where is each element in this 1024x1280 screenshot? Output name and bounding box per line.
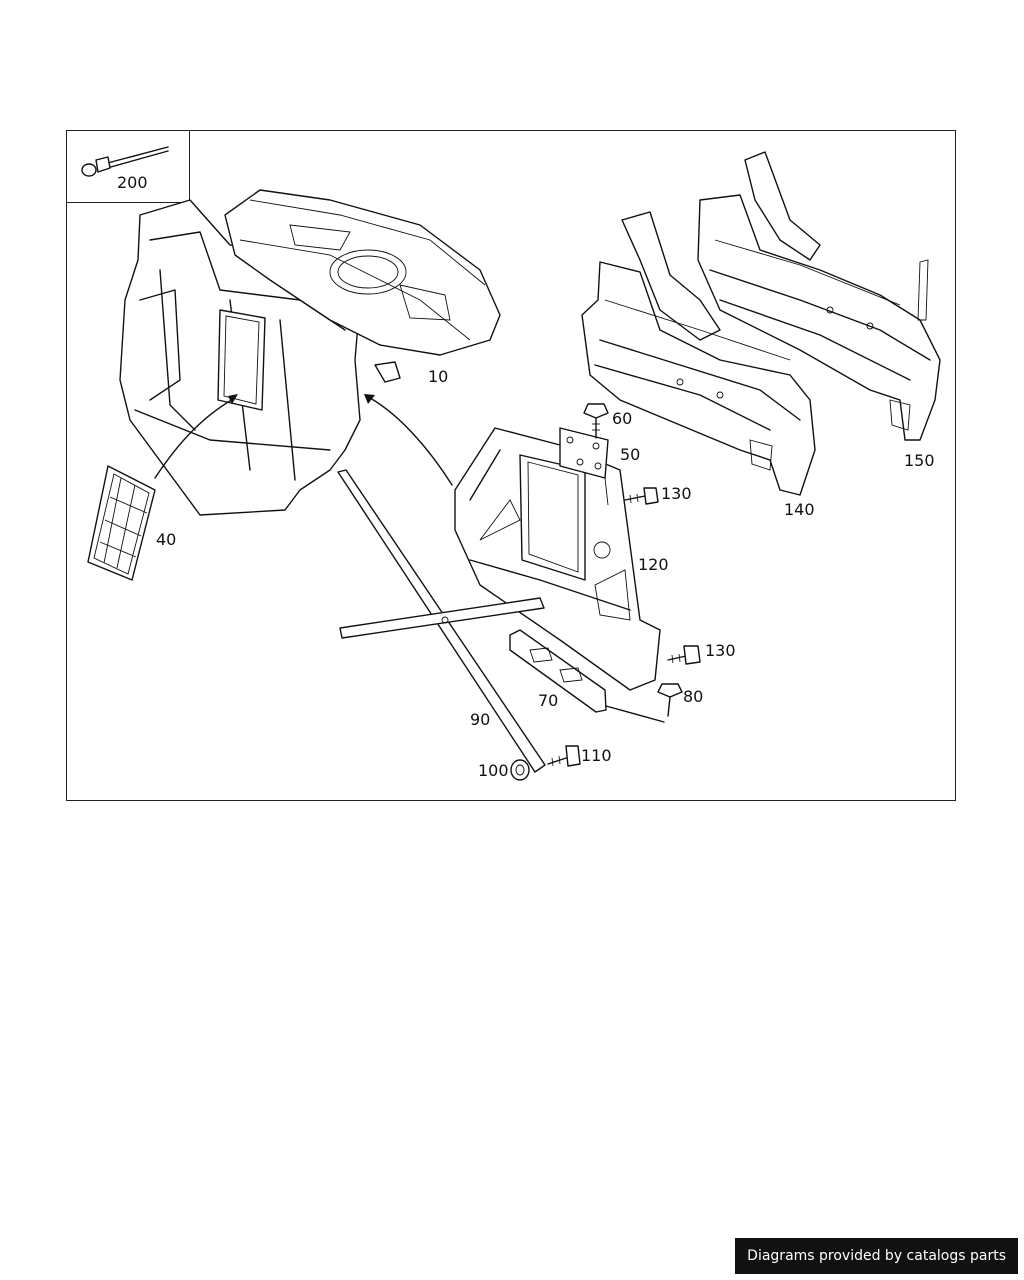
callout-10: 10	[428, 367, 448, 386]
callout-130-lower: 130	[705, 641, 736, 660]
part-50-bracket[interactable]	[559, 427, 609, 506]
callout-120: 120	[638, 555, 669, 574]
bolt-icon[interactable]	[605, 683, 683, 723]
callout-90: 90	[470, 710, 490, 729]
bolt-icon[interactable]	[667, 645, 701, 665]
callout-130-upper: 130	[661, 484, 692, 503]
callout-60: 60	[612, 409, 632, 428]
part-120-side-panel[interactable]	[454, 427, 661, 691]
diagram-frame	[66, 130, 956, 801]
nut-icon[interactable]	[510, 759, 530, 781]
part-90-cross-brace[interactable]	[337, 469, 546, 773]
callout-110: 110	[581, 746, 612, 765]
callout-70: 70	[538, 691, 558, 710]
callout-200: 200	[117, 173, 148, 192]
callout-50: 50	[620, 445, 640, 464]
arrow-40	[154, 397, 236, 479]
arrowhead-40	[228, 394, 238, 404]
arrowhead-120	[364, 394, 375, 404]
bolt-icon[interactable]	[547, 745, 581, 767]
arrow-120	[369, 397, 453, 486]
callout-150: 150	[904, 451, 935, 470]
callout-80: 80	[683, 687, 703, 706]
part-70-strip[interactable]	[509, 629, 607, 713]
part-150-side-member[interactable]	[697, 151, 941, 441]
inset-box-200	[66, 130, 190, 203]
rivet-icon[interactable]	[81, 146, 169, 177]
footer-credit: Diagrams provided by catalogs parts	[735, 1238, 1018, 1274]
part-140-side-member[interactable]	[581, 211, 816, 496]
bolt-icon[interactable]	[624, 487, 659, 505]
callout-140: 140	[784, 500, 815, 519]
part-40-grille[interactable]	[87, 465, 156, 581]
part-10-rear-panel[interactable]	[119, 189, 501, 516]
callout-40: 40	[156, 530, 176, 549]
bolt-icon[interactable]	[583, 403, 609, 439]
callout-100: 100	[478, 761, 509, 780]
